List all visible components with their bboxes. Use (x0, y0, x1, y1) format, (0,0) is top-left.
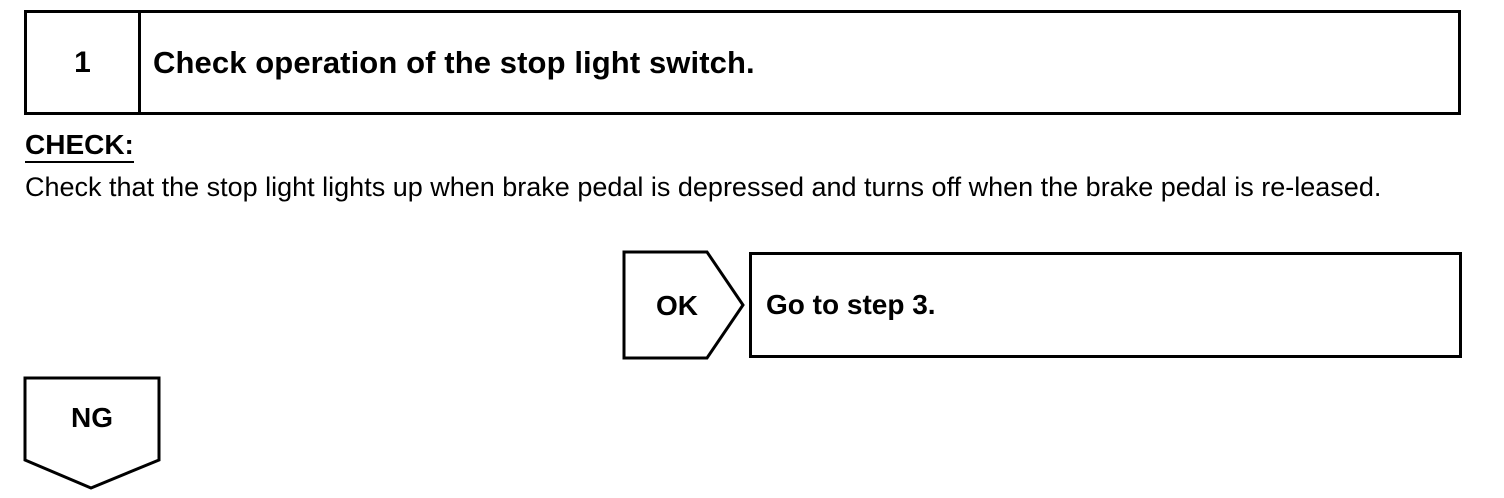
ng-result-label: NG (71, 402, 113, 433)
check-text: Check that the stop light lights up when… (25, 172, 1382, 202)
ok-result-label: OK (656, 290, 698, 321)
step-number: 1 (27, 13, 141, 112)
check-heading: CHECK: (25, 130, 134, 163)
ok-action-box: Go to step 3. (749, 252, 1462, 358)
step-title: Check operation of the stop light switch… (153, 44, 755, 80)
step-header-box: 1 Check operation of the stop light swit… (24, 10, 1461, 115)
ok-arrow-shape (622, 250, 745, 360)
ng-arrow-shape (23, 376, 161, 490)
ok-action-text: Go to step 3. (766, 289, 936, 320)
